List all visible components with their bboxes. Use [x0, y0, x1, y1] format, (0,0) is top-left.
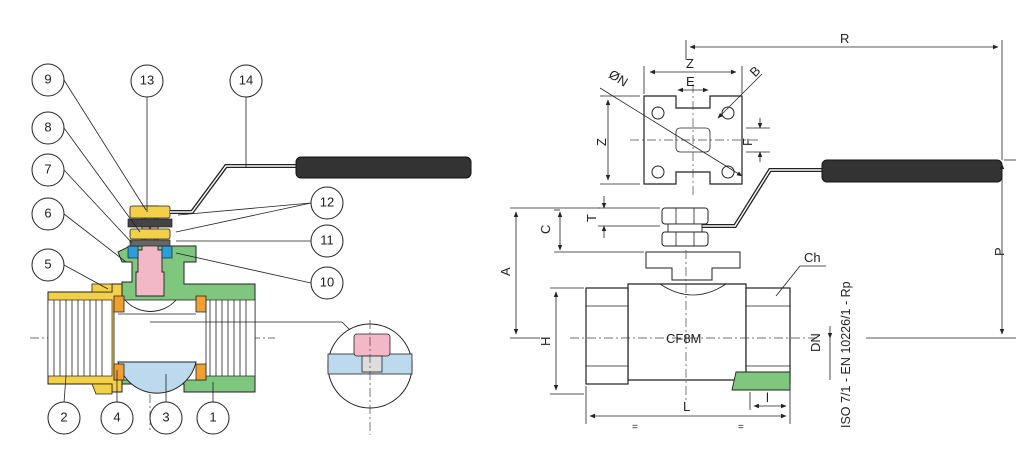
callout-3: 3 [149, 401, 183, 435]
callout-1: 1 [196, 401, 230, 435]
svg-text:13: 13 [140, 72, 154, 87]
nut-upper-part [129, 205, 171, 219]
svg-text:T: T [584, 214, 599, 222]
svg-text:1: 1 [209, 409, 216, 424]
svg-text:Ch: Ch [804, 250, 821, 265]
svg-text:3: 3 [162, 409, 169, 424]
svg-text:R: R [840, 31, 849, 46]
callout-2: 2 [47, 401, 81, 435]
callout-13: 13 [130, 64, 164, 98]
svg-text:6: 6 [44, 205, 51, 220]
svg-text:Z: Z [686, 56, 694, 71]
callout-9: 9 [31, 63, 65, 97]
body-marking: CF8M [666, 331, 701, 346]
callout-8: 8 [31, 111, 65, 145]
callout-7: 7 [31, 153, 65, 187]
callout-6: 6 [31, 197, 65, 231]
thread-standard-label: ISO 7/1 - EN 10226/1 - Rp [839, 281, 853, 428]
packing-part [127, 245, 139, 259]
dimension-view: Z E R ØN B Z F [498, 31, 1016, 433]
callout-14: 14 [229, 64, 263, 98]
svg-text:11: 11 [320, 232, 334, 247]
svg-text:H: H [538, 337, 553, 346]
callout-10: 10 [310, 266, 344, 300]
svg-text:DN: DN [808, 333, 823, 352]
svg-text:12: 12 [320, 194, 334, 209]
svg-text:L: L [683, 399, 690, 414]
svg-text:Z: Z [594, 138, 609, 146]
svg-text:=: = [632, 422, 638, 433]
svg-text:=: = [738, 422, 744, 433]
section-view: 9 8 7 6 5 13 14 12 11 10 2 4 3 1 [30, 63, 472, 435]
valve-front-view [570, 159, 1003, 400]
callout-11: 11 [310, 224, 344, 258]
svg-text:B: B [747, 63, 764, 80]
seat-right-part [195, 295, 207, 313]
callout-4: 4 [100, 401, 134, 435]
svg-text:4: 4 [113, 409, 120, 424]
top-flange-view [630, 84, 758, 196]
svg-text:9: 9 [44, 71, 51, 86]
svg-text:ØN: ØN [606, 67, 630, 90]
svg-text:5: 5 [44, 256, 51, 271]
seat-left-part [113, 295, 125, 313]
svg-text:2: 2 [60, 409, 67, 424]
svg-text:8: 8 [44, 119, 51, 134]
svg-text:E: E [686, 74, 695, 89]
svg-text:l: l [766, 390, 769, 405]
svg-text:7: 7 [44, 161, 51, 176]
handle-part [170, 164, 300, 214]
svg-text:14: 14 [239, 72, 253, 87]
callout-12: 12 [310, 186, 344, 220]
nut-lower-part [129, 228, 171, 240]
handle-grip-part [295, 156, 472, 179]
svg-text:P: P [992, 247, 1007, 256]
callout-5: 5 [31, 248, 65, 282]
svg-text:10: 10 [320, 274, 334, 289]
svg-text:F: F [740, 138, 755, 146]
svg-text:C: C [538, 225, 553, 234]
svg-text:A: A [498, 267, 513, 276]
